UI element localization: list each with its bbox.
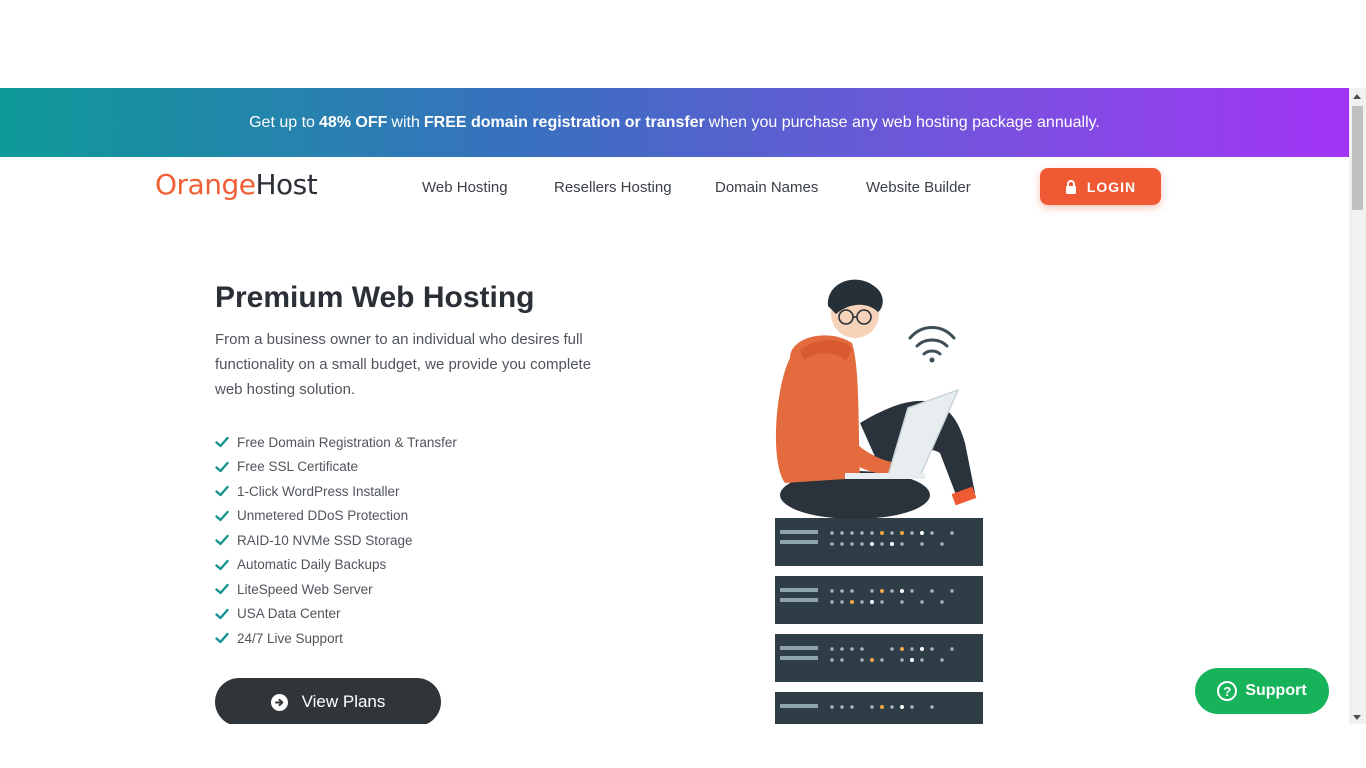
check-icon bbox=[215, 608, 229, 619]
server-rack bbox=[775, 518, 983, 724]
feature-label: 1-Click WordPress Installer bbox=[237, 483, 400, 499]
hero-title: Premium Web Hosting bbox=[215, 281, 535, 314]
feature-item: 1-Click WordPress Installer bbox=[215, 479, 457, 504]
nav-resellers-hosting[interactable]: Resellers Hosting bbox=[554, 179, 672, 196]
logo-part-host: Host bbox=[255, 168, 318, 201]
feature-label: LiteSpeed Web Server bbox=[237, 581, 373, 597]
support-button[interactable]: ? Support bbox=[1195, 668, 1329, 714]
feature-label: Free Domain Registration & Transfer bbox=[237, 434, 457, 450]
browser-bottom-area bbox=[0, 724, 1366, 768]
feature-label: Unmetered DDoS Protection bbox=[237, 508, 409, 524]
promo-mid: with bbox=[391, 113, 420, 131]
promo-post: when you purchase any web hosting packag… bbox=[708, 113, 1100, 131]
feature-item: Unmetered DDoS Protection bbox=[215, 504, 457, 529]
login-button[interactable]: LOGIN bbox=[1040, 168, 1161, 205]
feature-item: Free SSL Certificate bbox=[215, 455, 457, 480]
view-plans-button[interactable]: View Plans bbox=[215, 678, 441, 724]
support-label: Support bbox=[1245, 682, 1307, 699]
nav-web-hosting[interactable]: Web Hosting bbox=[422, 179, 508, 196]
feature-label: RAID-10 NVMe SSD Storage bbox=[237, 532, 413, 548]
person-on-laptop bbox=[775, 279, 977, 519]
lock-icon bbox=[1065, 179, 1076, 194]
feature-list: Free Domain Registration & Transfer Free… bbox=[215, 430, 457, 651]
feature-item: USA Data Center bbox=[215, 602, 457, 627]
promo-offer: FREE domain registration or transfer bbox=[423, 113, 705, 131]
feature-item: Automatic Daily Backups bbox=[215, 553, 457, 578]
hero-description: From a business owner to an individual w… bbox=[215, 331, 592, 398]
feature-item: Free Domain Registration & Transfer bbox=[215, 430, 457, 455]
hero-illustration bbox=[775, 279, 983, 724]
logo-part-orange: Orange bbox=[155, 168, 256, 201]
check-icon bbox=[215, 559, 229, 570]
check-icon bbox=[215, 584, 229, 595]
check-icon bbox=[215, 486, 229, 497]
feature-label: USA Data Center bbox=[237, 606, 341, 622]
feature-label: Free SSL Certificate bbox=[237, 459, 359, 475]
check-icon bbox=[215, 633, 229, 644]
feature-item: 24/7 Live Support bbox=[215, 626, 457, 651]
arrow-right-circle-icon bbox=[270, 693, 288, 711]
check-icon bbox=[215, 461, 229, 472]
main-navbar: OrangeHost Web Hosting Resellers Hosting… bbox=[0, 157, 1349, 217]
feature-item: RAID-10 NVMe SSD Storage bbox=[215, 528, 457, 553]
feature-label: 24/7 Live Support bbox=[237, 630, 343, 646]
check-icon bbox=[215, 535, 229, 546]
promo-pre: Get up to bbox=[249, 113, 315, 131]
page-viewport: Get up to 48% OFF with FREE domain regis… bbox=[0, 88, 1366, 724]
question-circle-icon: ? bbox=[1217, 681, 1238, 701]
nav-website-builder[interactable]: Website Builder bbox=[866, 179, 971, 196]
check-icon bbox=[215, 510, 229, 521]
nav-domain-names[interactable]: Domain Names bbox=[715, 179, 819, 196]
check-icon bbox=[215, 437, 229, 448]
feature-label: Automatic Daily Backups bbox=[237, 557, 387, 573]
browser-top-area bbox=[0, 0, 1366, 88]
scroll-thumb[interactable] bbox=[1352, 106, 1363, 210]
wifi-icon bbox=[908, 326, 956, 363]
scroll-down-icon[interactable] bbox=[1353, 715, 1361, 720]
promo-banner: Get up to 48% OFF with FREE domain regis… bbox=[0, 88, 1349, 157]
page-scrollbar[interactable] bbox=[1349, 88, 1366, 724]
feature-item: LiteSpeed Web Server bbox=[215, 577, 457, 602]
orangehost-logo[interactable]: OrangeHost bbox=[155, 168, 318, 201]
view-plans-label: View Plans bbox=[301, 692, 386, 711]
login-label: LOGIN bbox=[1086, 178, 1137, 195]
scroll-up-icon[interactable] bbox=[1353, 94, 1361, 99]
promo-discount: 48% OFF bbox=[318, 113, 388, 131]
